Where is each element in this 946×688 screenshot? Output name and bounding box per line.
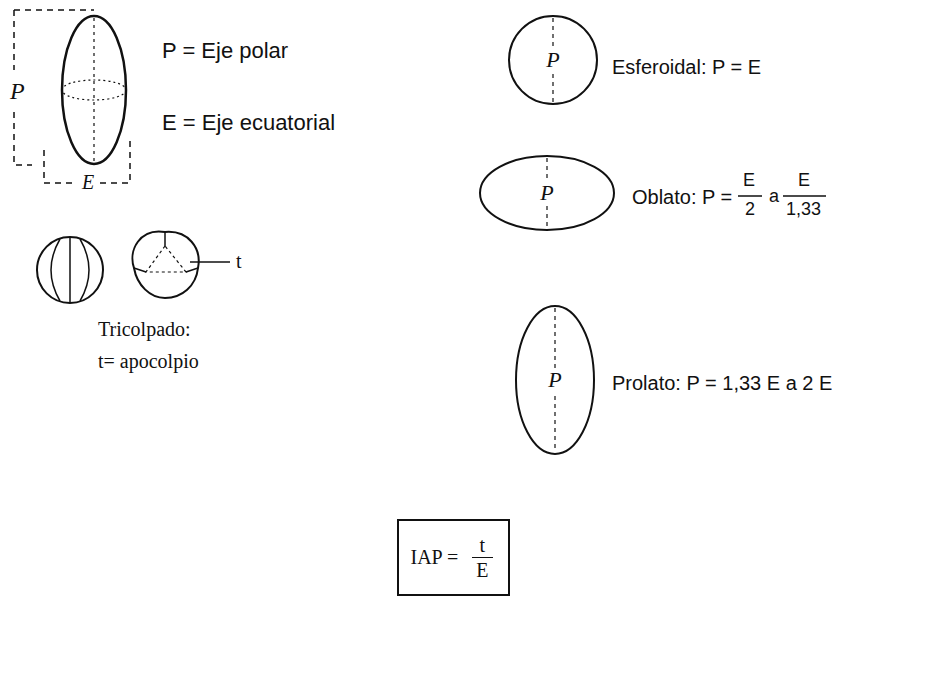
axis-letter: E [80, 171, 96, 194]
grain-outline [398, 520, 509, 595]
caption-text: t= apocolpio [98, 350, 199, 373]
fraction-denominator: 2 [745, 199, 755, 220]
formula-row: IAP = tE [411, 533, 497, 582]
formula-word: a [769, 186, 779, 207]
grain-outline [516, 306, 594, 454]
caption-text: Tricolpado: [98, 318, 191, 341]
fraction-denominator: E [468, 558, 496, 582]
formula-box: IAP = tE [397, 519, 510, 596]
oblate-grain: P [479, 155, 615, 231]
fraction-numerator: t [472, 533, 494, 558]
formula-text: IAP = [411, 546, 459, 569]
spheroidal-grain: P [508, 15, 598, 105]
axis-letter: P [8, 78, 27, 106]
fraction-denominator: 1,33 [786, 199, 821, 220]
axis-letter: P [546, 368, 563, 392]
shape-formula: Prolato: P = 1,33 E a 2 E [612, 372, 832, 395]
prolate-grain: P [515, 305, 595, 455]
grain-outline [480, 156, 614, 230]
fraction-numerator: E [798, 170, 810, 191]
legend-text: E = Eje ecuatorial [162, 110, 335, 135]
legend-text: P = Eje polar [162, 38, 288, 63]
callout-letter: t [236, 250, 242, 273]
grain-outline [509, 16, 597, 104]
fraction-numerator: E [743, 170, 755, 191]
axis-letter: P [544, 48, 561, 72]
shape-formula: Oblato: P = [632, 186, 732, 209]
fraction: tE [468, 533, 496, 582]
shape-formula: Esferoidal: P = E [612, 56, 761, 79]
axis-letter: P [538, 181, 555, 205]
